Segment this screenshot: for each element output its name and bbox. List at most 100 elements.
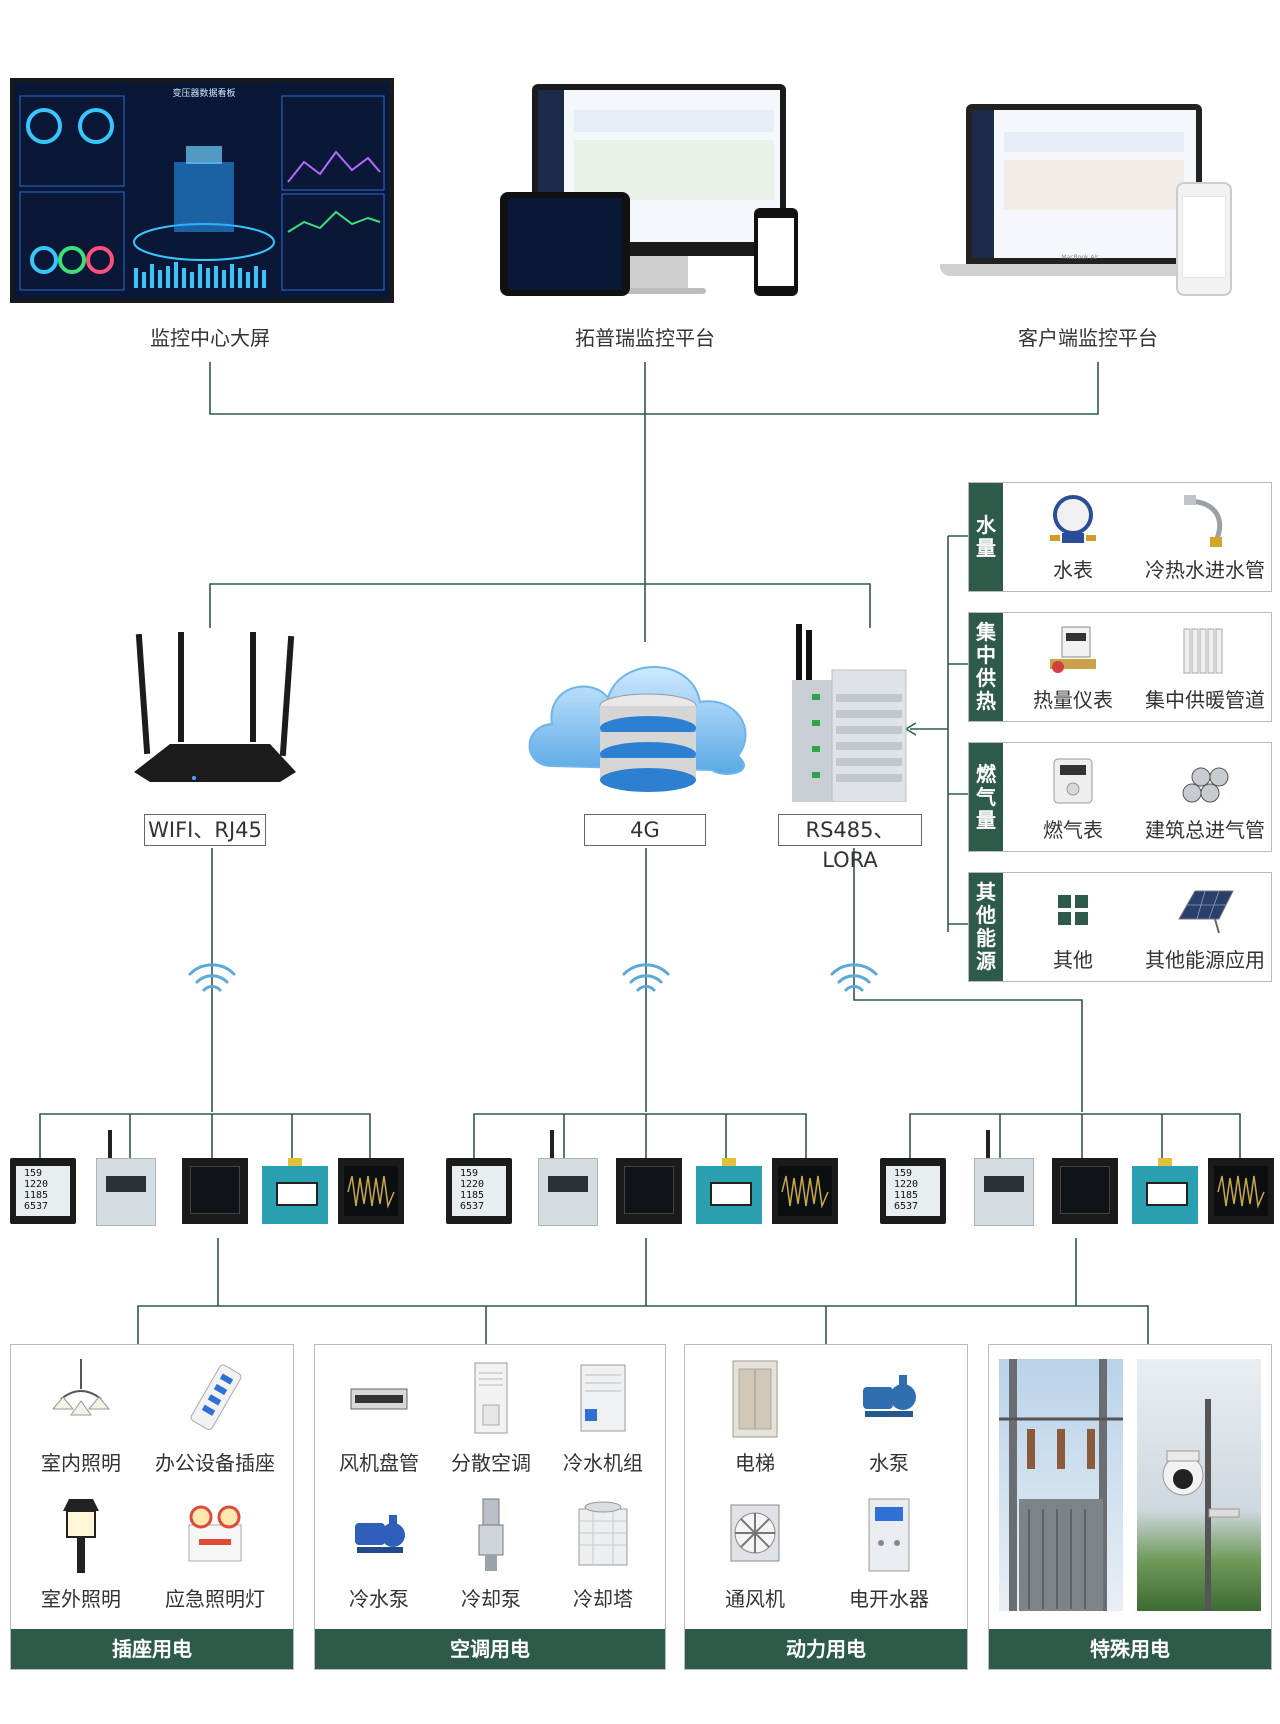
chiller-icon: [580, 1364, 626, 1432]
wifi-rj45-box: WIFI、RJ45: [144, 814, 266, 846]
elevator-label: 电梯: [735, 1451, 775, 1475]
gas-side-label: 燃气量: [969, 743, 1003, 851]
radiator-icon: [1183, 628, 1223, 674]
surveillance-camera-icon: [1162, 1399, 1240, 1611]
split-ac-label: 分散空调: [451, 1451, 531, 1475]
fan-coil-item: 风机盘管: [319, 1359, 439, 1479]
fan-coil-icon: [350, 1388, 408, 1410]
water-pump-item: 水泵: [829, 1359, 949, 1479]
laptop-brand: MacBook Air: [1061, 254, 1099, 261]
heat-meter-label: 热量仪表: [1033, 688, 1113, 712]
outdoor-lighting-label: 室外照明: [41, 1587, 121, 1611]
chilled-pump-item: 冷水泵: [319, 1495, 439, 1615]
steel-pipes-icon: [1182, 767, 1229, 803]
cooling-tower-label: 冷却塔: [573, 1587, 633, 1611]
ventilation-fan-label: 通风机: [725, 1587, 785, 1611]
camera-photo: [1137, 1359, 1261, 1611]
substation-photo: [999, 1359, 1123, 1611]
meter-module-1: [262, 1158, 328, 1224]
socket-power-footer: 插座用电: [11, 1629, 293, 1669]
monitor-wall-screen: 变压器数据看板: [10, 78, 394, 303]
meter-panel-3: [1052, 1158, 1118, 1224]
water-panel: 水量 水表 冷热水进水管: [968, 482, 1272, 592]
4g-box: 4G: [584, 814, 706, 846]
water-side-label: 水量: [969, 483, 1003, 591]
router-icon: [134, 632, 296, 782]
chiller-label: 冷水机组: [563, 1451, 643, 1475]
water-boiler-icon: [868, 1498, 910, 1572]
motive-power-footer: 动力用电: [685, 1629, 967, 1669]
other-side-label: 其他能源: [969, 873, 1003, 981]
meter-waveform-3: [1208, 1158, 1274, 1224]
screen-title: 变压器数据看板: [172, 89, 236, 99]
cloud-database-icon: [528, 666, 747, 792]
chandelier-icon: [51, 1359, 111, 1416]
client-platform-devices: MacBook Air: [940, 104, 1240, 300]
water-meter-label: 水表: [1053, 558, 1093, 582]
centrifugal-pump-icon: [863, 1375, 916, 1417]
meter-din-2: [534, 1130, 600, 1226]
other-energy-panel: 其他能源 其他 其他能源应用: [968, 872, 1272, 982]
other-energy-item: 其他能源应用: [1135, 883, 1275, 973]
cooling-pump-label: 冷却泵: [461, 1587, 521, 1611]
water-meter-item: 水表: [1013, 493, 1133, 583]
emergency-light-item: 应急照明灯: [155, 1495, 275, 1615]
topology-label: 拓普瑞监控平台: [575, 326, 715, 350]
waveform-icon: [1217, 1175, 1265, 1209]
outdoor-lighting-item: 室外照明: [21, 1495, 141, 1615]
waveform-icon: [347, 1175, 395, 1209]
water-pipe-label: 冷热水进水管: [1145, 558, 1265, 582]
office-socket-label: 办公设备插座: [155, 1451, 275, 1475]
cloud-server: [522, 646, 772, 806]
indoor-lighting-label: 室内照明: [41, 1451, 121, 1475]
meter-din-1: [92, 1130, 158, 1226]
tablet: [500, 192, 630, 296]
ac-power-footer: 空调用电: [315, 1629, 665, 1669]
chilled-pump-label: 冷水泵: [349, 1587, 409, 1611]
gateway-icon: [792, 624, 907, 803]
meter-panel-1: [182, 1158, 248, 1224]
cooling-tower-item: 冷却塔: [543, 1495, 663, 1615]
heat-meter-icon: [1050, 626, 1096, 673]
gas-pipe-label: 建筑总进气管: [1145, 818, 1265, 842]
special-power-panel: 特殊用电: [988, 1344, 1272, 1670]
gateway: [792, 624, 908, 803]
ventilation-fan-item: 通风机: [695, 1495, 815, 1615]
gas-panel: 燃气量 燃气表 建筑总进气管: [968, 742, 1272, 852]
water-boiler-label: 电开水器: [849, 1587, 929, 1611]
fan-coil-label: 风机盘管: [339, 1451, 419, 1475]
laptop: [966, 104, 1202, 264]
grid-squares-icon: [1058, 895, 1088, 925]
chiller-item: 冷水机组: [543, 1359, 663, 1479]
heating-panel: 集中供热 热量仪表 集中供暖管道: [968, 612, 1272, 722]
topology-platform-devices: [500, 84, 800, 304]
special-power-footer: 特殊用电: [989, 1629, 1271, 1669]
water-boiler-item: 电开水器: [829, 1495, 949, 1615]
client-phone: [1176, 182, 1232, 296]
gas-pipe-item: 建筑总进气管: [1135, 753, 1275, 843]
screen-label: 监控中心大屏: [150, 326, 270, 350]
other-item: 其他: [1013, 883, 1133, 973]
heating-pipe-item: 集中供暖管道: [1135, 623, 1275, 713]
vertical-pump-icon: [478, 1498, 504, 1571]
heat-meter-item: 热量仪表: [1013, 623, 1133, 713]
cooling-pump-item: 冷却泵: [431, 1495, 551, 1615]
meter-din-3: [970, 1130, 1036, 1226]
socket-power-panel: 室内照明 办公设备插座 室外照明 应急照明灯 插座用电: [10, 1344, 294, 1670]
meter-module-2: [696, 1158, 762, 1224]
water-meter-icon: [1050, 495, 1096, 543]
gas-meter-label: 燃气表: [1043, 818, 1103, 842]
gas-meter-icon: [1053, 758, 1093, 804]
ventilation-fan-icon: [730, 1504, 780, 1562]
other-energy-label: 其他能源应用: [1145, 948, 1265, 972]
emergency-light-icon: [188, 1505, 242, 1562]
water-pump-icon: [355, 1515, 405, 1553]
heating-side-label: 集中供热: [969, 613, 1003, 721]
office-socket-item: 办公设备插座: [155, 1359, 275, 1479]
meter-panel-2: [616, 1158, 682, 1224]
